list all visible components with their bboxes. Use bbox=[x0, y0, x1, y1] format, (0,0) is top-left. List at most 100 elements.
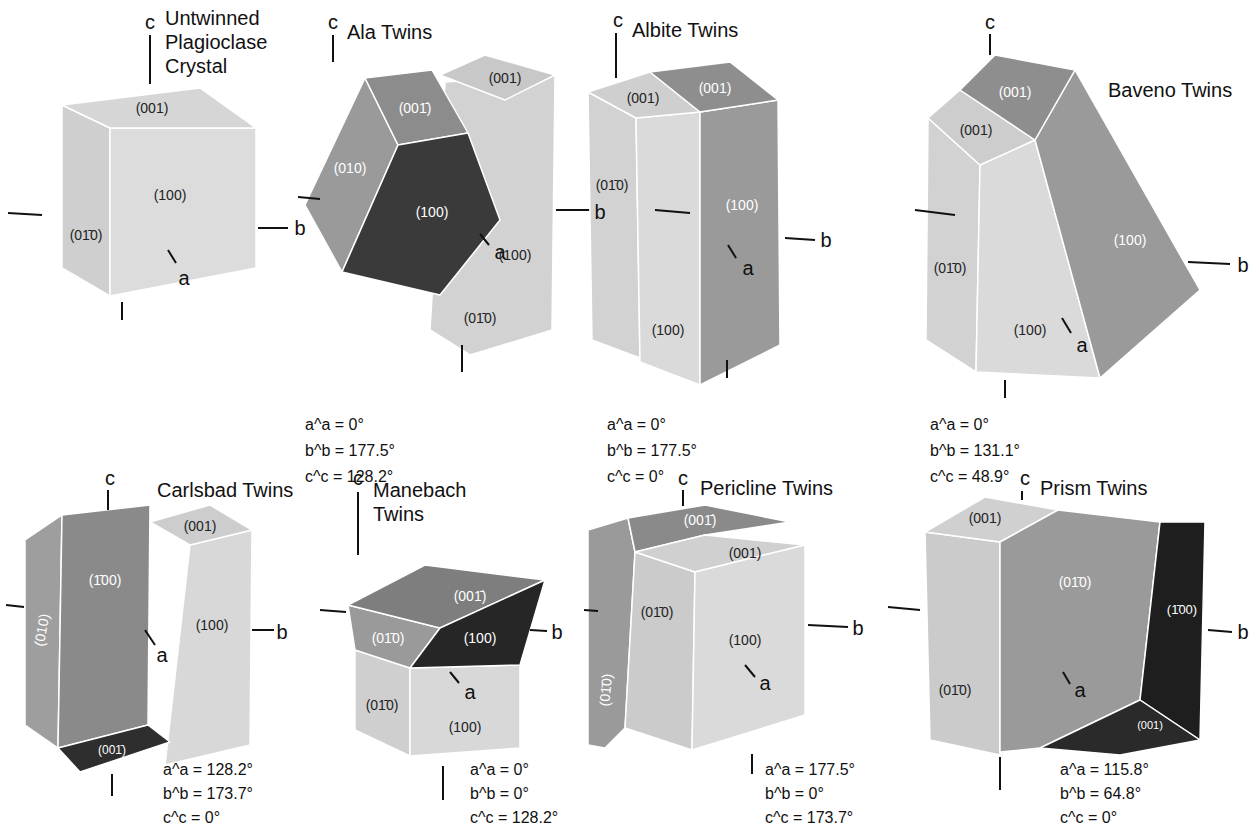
axis-line bbox=[442, 766, 444, 800]
angle-value: b^b = 64.8° bbox=[1060, 784, 1141, 803]
axis-label: b bbox=[1237, 253, 1248, 277]
crystal-face bbox=[588, 92, 640, 358]
axis-label: c bbox=[613, 8, 623, 32]
crystal-face bbox=[410, 665, 520, 756]
crystal-face bbox=[365, 70, 468, 145]
face-label: (01̄0) bbox=[372, 630, 405, 647]
face-label: (1̄00) bbox=[89, 572, 122, 589]
axis-line bbox=[111, 774, 113, 796]
axis-label: c bbox=[328, 10, 338, 34]
crystal-face bbox=[625, 552, 695, 750]
face-label: (100) bbox=[499, 247, 532, 264]
axis-label: a bbox=[156, 643, 167, 667]
axis-label: a bbox=[759, 671, 770, 695]
crystal-face bbox=[110, 128, 256, 296]
axis-line bbox=[1062, 318, 1071, 333]
axis-line bbox=[332, 35, 334, 62]
axis-line bbox=[450, 672, 459, 683]
face-label: (001) bbox=[1137, 719, 1163, 732]
axis-line bbox=[461, 345, 463, 372]
face-label: (001) bbox=[489, 70, 522, 87]
axis-line bbox=[1004, 380, 1006, 398]
axis-line bbox=[530, 630, 547, 631]
axis-line bbox=[298, 197, 320, 199]
face-label: (001̄) bbox=[399, 100, 432, 117]
crystal-face bbox=[58, 725, 170, 772]
axis-label: b bbox=[852, 616, 863, 640]
angle-value: a^a = 0° bbox=[470, 760, 529, 779]
panel-title: Prism Twins bbox=[1040, 476, 1147, 500]
angle-value: a^a = 0° bbox=[607, 415, 666, 434]
axis-line bbox=[745, 665, 755, 677]
angle-value: b^b = 177.5° bbox=[607, 441, 697, 460]
axis-line bbox=[258, 227, 288, 229]
axis-line bbox=[121, 302, 123, 320]
axis-line bbox=[8, 213, 42, 215]
face-label: (01̄0) bbox=[596, 177, 629, 194]
axis-label: b bbox=[820, 228, 831, 252]
axis-label: a bbox=[178, 266, 189, 290]
angle-value: c^c = 128.2° bbox=[470, 808, 558, 827]
face-label: (100) bbox=[464, 630, 497, 647]
crystal-face bbox=[960, 55, 1075, 140]
axis-line bbox=[655, 210, 690, 213]
axis-line bbox=[915, 210, 955, 215]
axis-line bbox=[149, 35, 151, 84]
angle-value: c^c = 0° bbox=[163, 808, 220, 827]
axis-line bbox=[751, 754, 753, 774]
axis-line bbox=[682, 490, 684, 506]
face-label: (001̄) bbox=[454, 588, 487, 605]
axis-line bbox=[320, 610, 346, 612]
crystal-face bbox=[1040, 700, 1200, 755]
axis-line bbox=[726, 360, 728, 378]
axis-line bbox=[145, 630, 155, 645]
crystal-face bbox=[150, 505, 252, 545]
untwinned-crystal bbox=[8, 35, 288, 320]
axis-line bbox=[6, 605, 24, 607]
axis-line bbox=[785, 238, 815, 240]
axis-line bbox=[1021, 491, 1023, 500]
face-label: (100) bbox=[196, 617, 229, 634]
angle-value: b^b = 173.7° bbox=[163, 784, 253, 803]
panel-title: Pericline Twins bbox=[700, 476, 833, 500]
axis-label: c bbox=[145, 10, 155, 34]
face-label: (01̄0) bbox=[939, 682, 972, 699]
panel-title: Untwinned Plagioclase Crystal bbox=[165, 6, 285, 78]
crystal-face bbox=[650, 62, 778, 112]
axis-line bbox=[556, 209, 590, 211]
face-label: (100) bbox=[652, 322, 685, 339]
face-label: (01̄0) bbox=[366, 697, 399, 714]
face-label: (01̄0) bbox=[596, 673, 616, 707]
axis-line bbox=[107, 490, 109, 510]
axis-line bbox=[888, 607, 920, 610]
axis-label: b bbox=[594, 200, 605, 224]
panel-title: Carlsbad Twins bbox=[157, 478, 293, 502]
crystal-face bbox=[1035, 70, 1200, 378]
axis-label: b bbox=[276, 620, 287, 644]
pericline-twin bbox=[584, 490, 848, 774]
face-label: (001) bbox=[960, 122, 993, 139]
prism-twin bbox=[888, 491, 1232, 790]
face-label: (100) bbox=[416, 204, 449, 221]
axis-label: c bbox=[678, 466, 688, 490]
face-label: (100) bbox=[449, 719, 482, 736]
angle-value: c^c = 48.9° bbox=[930, 467, 1009, 486]
axis-label: c bbox=[985, 10, 995, 34]
axis-label: c bbox=[353, 466, 363, 490]
axis-label: a bbox=[1076, 333, 1087, 357]
face-label: (001̄) bbox=[684, 512, 717, 529]
angle-value: c^c = 173.7° bbox=[765, 808, 853, 827]
axis-line bbox=[1188, 262, 1230, 264]
face-label: (01̄0) bbox=[934, 260, 967, 277]
carlsbad-twin bbox=[6, 490, 274, 796]
albite-twin bbox=[588, 33, 815, 385]
panel-title: Baveno Twins bbox=[1108, 78, 1232, 102]
crystal-face bbox=[342, 133, 500, 295]
angle-value: b^b = 177.5° bbox=[305, 441, 395, 460]
face-label: (100) bbox=[154, 187, 187, 204]
face-label: (001) bbox=[969, 510, 1002, 527]
face-label: (001) bbox=[999, 84, 1032, 101]
face-label: (01̄0) bbox=[641, 604, 674, 621]
